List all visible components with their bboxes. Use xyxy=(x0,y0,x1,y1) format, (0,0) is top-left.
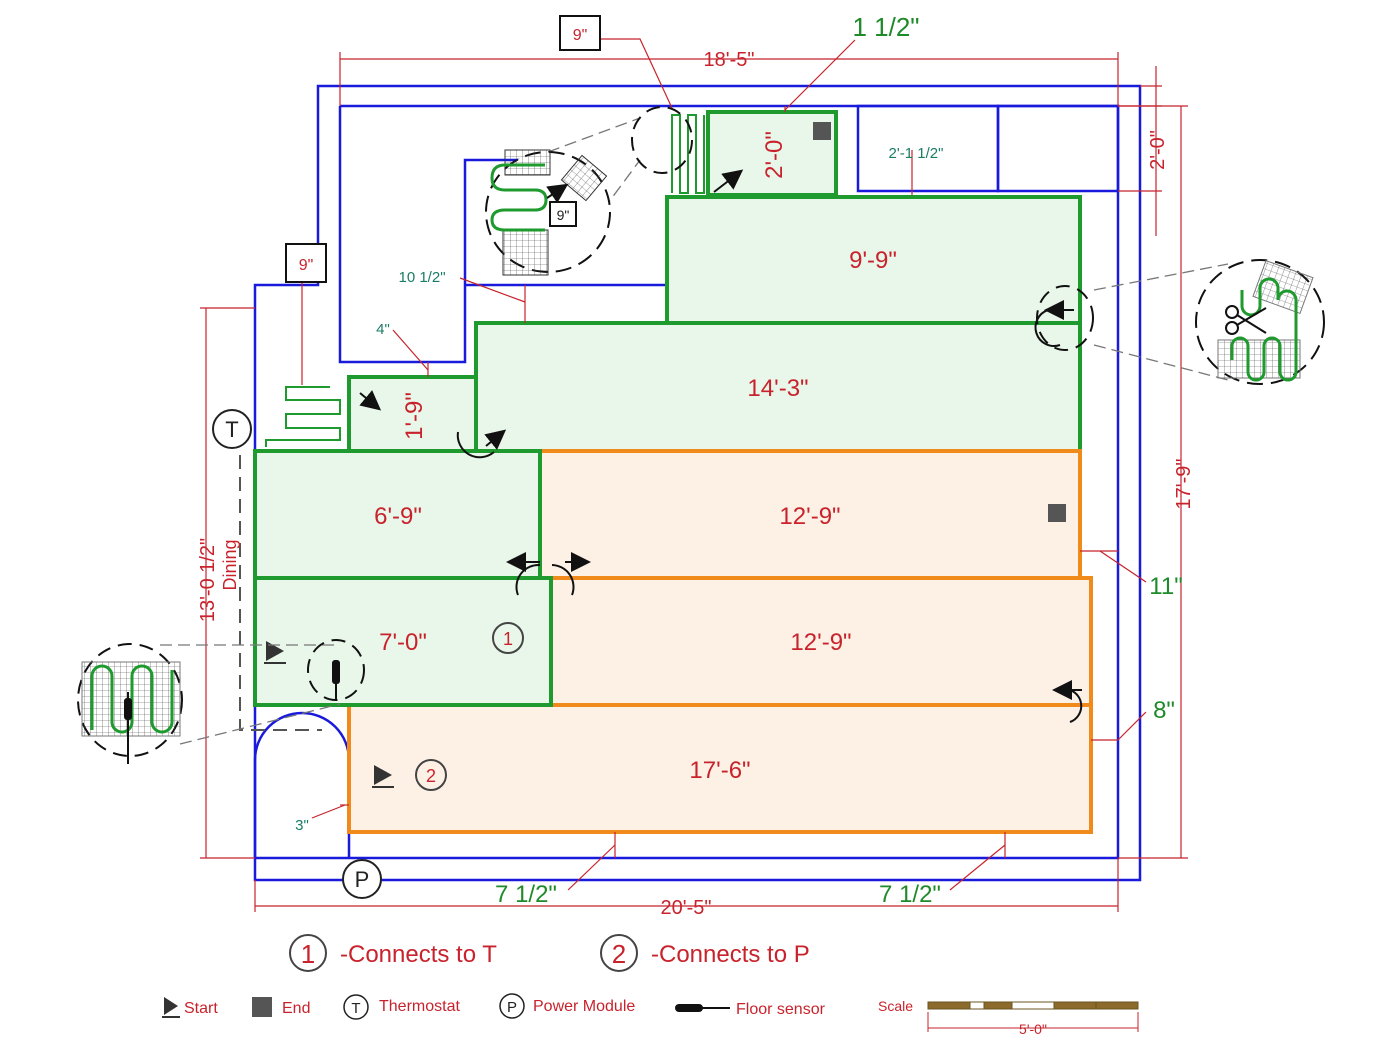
mat-17ft6 xyxy=(347,703,1093,834)
mat-6ft9 xyxy=(253,449,542,580)
dim-top-overall: 18'-5" xyxy=(704,49,755,71)
box-left-label: 9" xyxy=(299,257,314,274)
floor-sensor-plan xyxy=(332,660,340,700)
scale-bar xyxy=(927,1001,1139,1010)
connection-1-num: 1 xyxy=(301,939,315,969)
cable-loops xyxy=(265,114,705,447)
cable-top xyxy=(671,114,705,194)
circuit-1-marker: 1 xyxy=(503,629,513,649)
legend-sensor: Floor sensor xyxy=(736,1001,826,1018)
dim-gap-small-a: 10 1/2" xyxy=(398,269,445,286)
connection-2-text: -Connects to P xyxy=(651,941,810,968)
mat-9ft9 xyxy=(665,195,1082,325)
dim-right-overall: 17'-9" xyxy=(1173,459,1195,510)
dim-closet: 2'-1 1/2" xyxy=(889,145,944,162)
dim-right-top: 2'-0" xyxy=(1147,130,1169,170)
legend-end: End xyxy=(282,1000,310,1017)
cable-left xyxy=(265,386,341,447)
dim-gap-small-c: 3" xyxy=(295,817,309,834)
legend-start: Start xyxy=(184,1000,218,1017)
legend-power-symbol: P xyxy=(507,999,517,1016)
plan-markers: 1 2 T P xyxy=(212,409,524,899)
box-detail-label: 9" xyxy=(557,207,570,223)
box-top-label: 9" xyxy=(573,27,588,44)
end-marker-top xyxy=(813,122,831,140)
dim-gap-bottom-b: 7 1/2" xyxy=(879,881,941,908)
detail-bubble-kitchen xyxy=(485,149,611,276)
kitchen-counter xyxy=(338,106,560,364)
legend-power: Power Module xyxy=(533,998,635,1015)
detail-bubble-turn xyxy=(1036,285,1094,351)
floor-sensor-icon xyxy=(675,1004,730,1012)
scissors-icon xyxy=(1225,305,1267,335)
dining-partition xyxy=(239,455,322,731)
mat-labels: 2'-0" 9'-9" 14'-3" 1'-9" 6'-9" 12'-9" 7'… xyxy=(374,131,897,784)
callout-leaders xyxy=(160,117,1229,745)
detail-bubble-cut xyxy=(1195,259,1325,385)
heating-mats xyxy=(253,110,1093,834)
start-icon xyxy=(164,997,178,1015)
mat-label-7: 7'-0" xyxy=(379,629,427,656)
dim-gap-bottom-a: 7 1/2" xyxy=(495,881,557,908)
inner-wall xyxy=(255,104,1120,860)
legend-thermostat: Thermostat xyxy=(379,998,460,1015)
column-arch xyxy=(253,711,351,858)
end-icon xyxy=(252,997,272,1017)
start-markers xyxy=(264,641,394,788)
boxed-labels: 9" 9" 9" xyxy=(285,15,601,283)
mat-label-4: 1'-9" xyxy=(401,392,428,440)
circuit-2-marker: 2 xyxy=(426,766,436,786)
mat-label-3: 14'-3" xyxy=(747,375,808,402)
scale-dim xyxy=(927,1012,1139,1032)
dim-left-overall: 13'-0 1/2" xyxy=(197,538,219,622)
mat-label-2: 9'-9" xyxy=(849,247,897,274)
start-marker-1 xyxy=(266,641,284,661)
turn-arrows xyxy=(359,169,1083,723)
mat-label-1: 2'-0" xyxy=(761,131,788,179)
end-marker-mid xyxy=(1048,504,1066,522)
dimension-lines xyxy=(200,38,1188,912)
legend: Start End T Thermostat P Power Module Fl… xyxy=(162,993,1139,1037)
dim-gap-top: 1 1/2" xyxy=(852,12,919,42)
dimension-labels: 18'-5" 20'-5" 17'-9" 2'-0" 13'-0 1/2" Di… xyxy=(197,12,1195,919)
detail-bubble-corner xyxy=(631,106,693,174)
closet-right xyxy=(996,104,1120,193)
detail-bubble-sensor-large xyxy=(77,643,183,764)
power-marker: P xyxy=(355,867,370,892)
dim-gap-small-b: 4" xyxy=(376,321,390,338)
mat-label-5: 6'-9" xyxy=(374,503,422,530)
connection-2-num: 2 xyxy=(612,939,626,969)
dim-gap-right-b: 8" xyxy=(1153,697,1175,724)
start-marker-2 xyxy=(374,765,392,785)
legend-thermostat-symbol: T xyxy=(351,1000,360,1017)
mat-7ft0 xyxy=(253,576,553,707)
connections-note: 1 -Connects to T 2 -Connects to P xyxy=(289,934,810,972)
thermostat-marker: T xyxy=(225,417,238,442)
room-dining: Dining xyxy=(220,539,240,590)
legend-scale-value: 5'-0" xyxy=(1019,1021,1047,1037)
mat-14ft3 xyxy=(474,321,1082,453)
connection-1-text: -Connects to T xyxy=(340,941,497,968)
mat-label-6: 12'-9" xyxy=(779,503,840,530)
mat-label-8: 12'-9" xyxy=(790,629,851,656)
mat-label-9: 17'-6" xyxy=(689,757,750,784)
legend-scale: Scale xyxy=(878,998,913,1014)
mat-12ft9-a xyxy=(538,449,1082,580)
dim-bottom-overall: 20'-5" xyxy=(661,897,712,919)
dim-gap-right-a: 11" xyxy=(1149,573,1182,600)
